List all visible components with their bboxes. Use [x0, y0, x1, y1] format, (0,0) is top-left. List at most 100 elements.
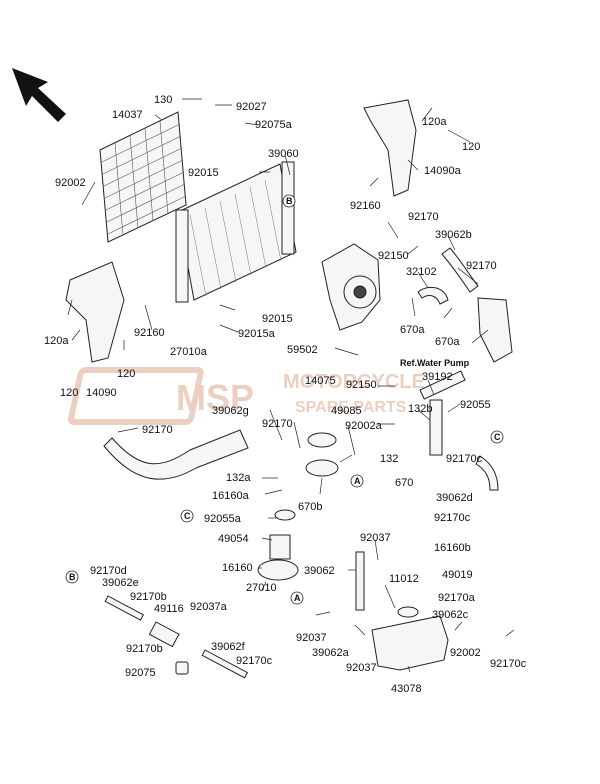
label-92037a: 92037a	[190, 601, 228, 613]
leader-lines	[67, 98, 515, 673]
label-49054: 49054	[218, 533, 249, 545]
label-670a-2: 670a	[435, 336, 460, 348]
label-ref-water-pump: Ref.Water Pump	[400, 358, 470, 368]
label-120-left2: 120	[117, 368, 135, 380]
label-92055a: 92055a	[204, 513, 242, 525]
label-59502: 59502	[287, 344, 318, 356]
svg-text:B: B	[69, 572, 76, 582]
label-39062b: 39062b	[435, 229, 472, 241]
label-92170c-4: 92170c	[490, 658, 527, 670]
callout-a-bypass: A	[290, 591, 304, 605]
watermark-logo-frame	[67, 367, 204, 425]
svg-text:B: B	[286, 196, 293, 206]
label-92055: 92055	[460, 399, 491, 411]
label-120a-top: 120a	[422, 116, 447, 128]
bracket-14090a	[363, 99, 417, 197]
label-39062c: 39062c	[432, 609, 469, 621]
label-120-top: 120	[462, 141, 480, 153]
hose-32102	[417, 286, 449, 305]
front-direction-arrow-icon	[12, 68, 66, 122]
label-670: 670	[395, 477, 413, 489]
label-27010a: 27010a	[170, 346, 208, 358]
label-14090: 14090	[86, 387, 117, 399]
radiator-grille	[99, 111, 187, 243]
label-14075: 14075	[305, 375, 336, 387]
label-92170d: 92170d	[90, 565, 127, 577]
radiator-side-tank	[175, 209, 189, 303]
bracket-14090	[65, 261, 125, 363]
hose-39062g	[103, 429, 249, 480]
label-92150-top: 92150	[378, 250, 409, 262]
radiator	[175, 161, 297, 303]
label-92027: 92027	[236, 101, 267, 113]
label-39062: 39062	[304, 565, 335, 577]
label-43078: 43078	[391, 683, 422, 695]
label-92150-mid: 92150	[346, 379, 377, 391]
label-92170b-2: 92170b	[126, 643, 163, 655]
water-pump-housing	[477, 297, 513, 363]
callout-b-radiator: B	[282, 194, 296, 208]
label-92170b-1: 92170b	[130, 591, 167, 603]
label-92002: 92002	[55, 177, 86, 189]
label-92170-mid: 92170	[262, 418, 293, 430]
label-39192: 39192	[422, 371, 453, 383]
label-92015-mid: 92015	[262, 313, 293, 325]
label-39060: 39060	[268, 148, 299, 160]
pipe-39192	[419, 370, 466, 456]
label-92002a: 92002a	[345, 420, 383, 432]
label-39062g: 39062g	[212, 405, 249, 417]
reservoir-tank	[371, 606, 449, 671]
callout-b-bypass: B	[65, 570, 79, 584]
label-39062a: 39062a	[312, 647, 350, 659]
svg-text:A: A	[354, 476, 361, 486]
label-14037: 14037	[112, 109, 143, 121]
label-92160-left: 92160	[134, 327, 165, 339]
label-92170-left: 92170	[142, 424, 173, 436]
label-92015a: 92015a	[238, 328, 276, 340]
label-132a: 132a	[226, 472, 251, 484]
svg-text:C: C	[494, 432, 501, 442]
label-92170a: 92170a	[438, 592, 476, 604]
label-32102: 32102	[406, 266, 437, 278]
label-92015: 92015	[188, 167, 219, 179]
svg-text:C: C	[184, 511, 191, 521]
label-92075a: 92075a	[255, 119, 293, 131]
label-92170-top: 92170	[408, 211, 439, 223]
water-pump	[321, 243, 381, 331]
part-labels: 130 92027 92075a 14037 92015 39060 92002…	[44, 94, 527, 695]
label-39062e: 39062e	[102, 577, 139, 589]
bypass-hose-assembly	[104, 595, 249, 679]
label-92170c-2: 92170c	[434, 512, 471, 524]
label-92170-r: 92170	[466, 260, 497, 272]
svg-text:A: A	[294, 593, 301, 603]
hose-39062	[355, 551, 365, 611]
label-92002-b: 92002	[450, 647, 481, 659]
label-130: 130	[154, 94, 172, 106]
label-92037-3: 92037	[346, 662, 377, 674]
watermark-line1: MOTORCYCLE	[283, 371, 425, 393]
label-670b: 670b	[298, 501, 322, 513]
label-16160b: 16160b	[434, 542, 471, 554]
label-16160: 16160	[222, 562, 253, 574]
label-92170c-1: 92170c	[446, 453, 483, 465]
label-39062d: 39062d	[436, 492, 473, 504]
label-92170c-3: 92170c	[236, 655, 273, 667]
label-49019: 49019	[442, 569, 473, 581]
watermark: MSP MOTORCYCLE SPARE PARTS	[67, 367, 425, 425]
label-92075: 92075	[125, 667, 156, 679]
label-132: 132	[380, 453, 398, 465]
thermostat-housing	[257, 432, 339, 581]
hose-39062d	[475, 455, 499, 491]
label-14090a: 14090a	[424, 165, 462, 177]
label-132b: 132b	[408, 403, 432, 415]
label-16160a: 16160a	[212, 490, 250, 502]
label-92037-2: 92037	[296, 632, 327, 644]
watermark-logo: MSP	[176, 377, 254, 418]
label-49116: 49116	[154, 603, 184, 615]
label-670a-1: 670a	[400, 324, 425, 336]
label-27010: 27010	[246, 582, 277, 594]
radiator-side-tank-right	[281, 161, 295, 255]
label-92037-1: 92037	[360, 532, 391, 544]
callout-c-pipe: C	[490, 430, 504, 444]
